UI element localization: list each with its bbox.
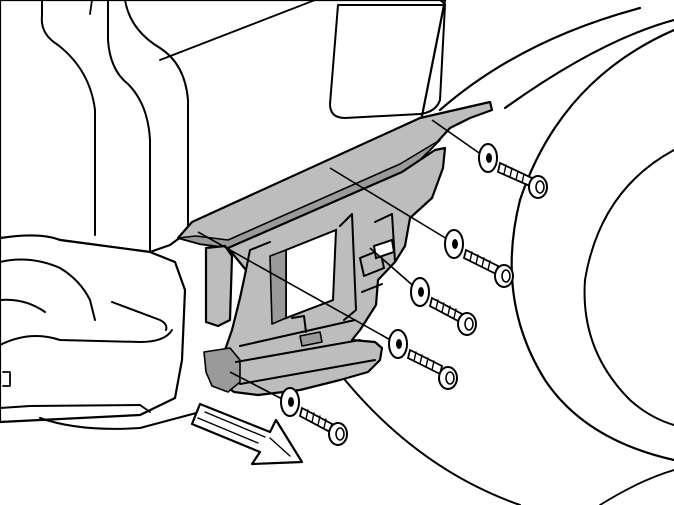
- direction-arrow-icon: [190, 402, 304, 466]
- screw-icon: [496, 161, 534, 188]
- screw-1: [478, 143, 548, 199]
- bumper-bracket: [176, 100, 494, 397]
- vehicle-body-panel: [0, 0, 447, 254]
- screw-2: [444, 229, 514, 288]
- screw-5: [280, 387, 348, 446]
- leader-lines: [197, 119, 483, 403]
- screw-3: [410, 277, 477, 336]
- bumper-cover: [0, 234, 201, 430]
- screw-4: [388, 329, 458, 390]
